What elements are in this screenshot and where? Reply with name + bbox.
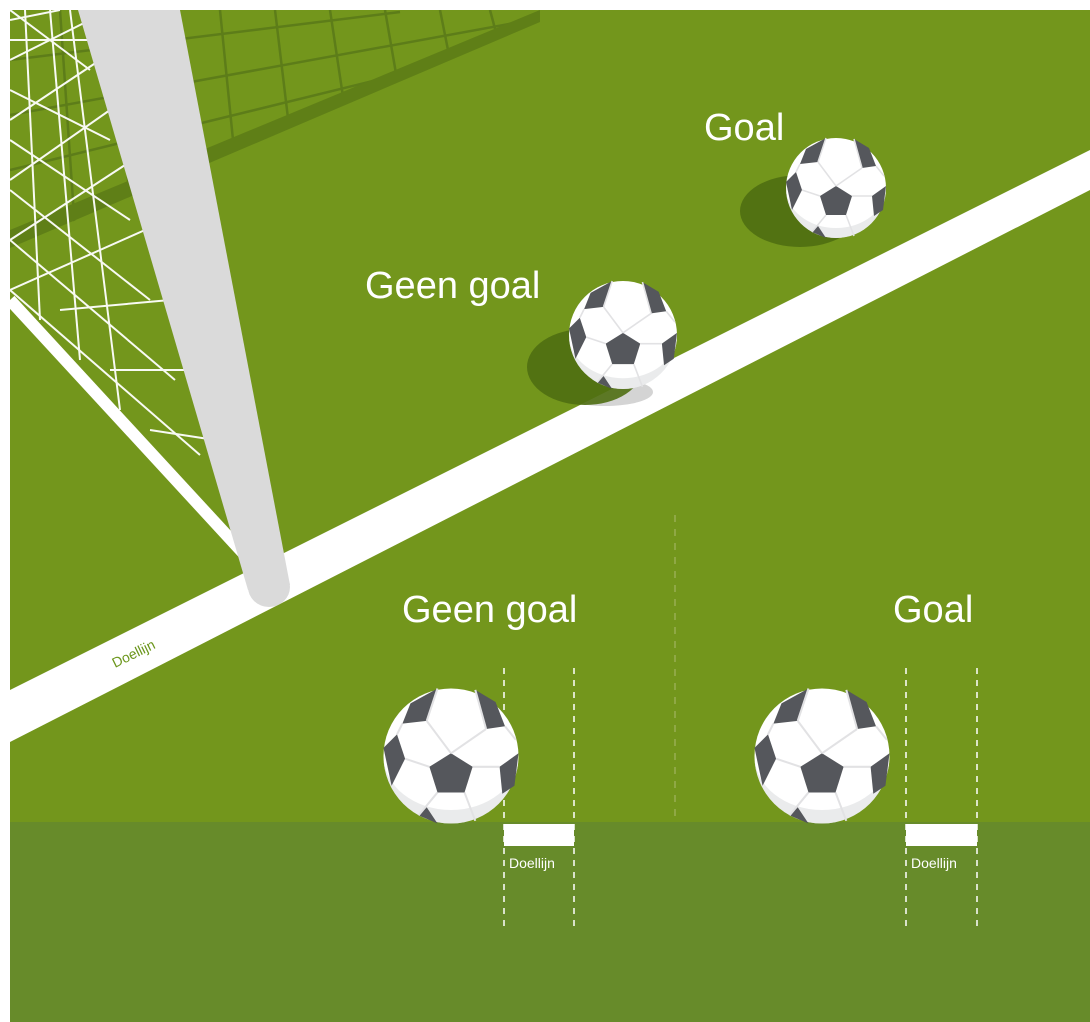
grass-lower-band — [10, 822, 1090, 1022]
bottom-no-goal-label: Geen goal — [402, 589, 577, 631]
top-goal-label: Goal — [704, 107, 784, 149]
goal-line-label-left: Doellijn — [509, 855, 555, 871]
goal-line-marker — [906, 824, 977, 846]
soccer-ball-icon — [755, 689, 890, 824]
soccer-ball-icon — [786, 138, 886, 238]
goal-line-marker — [504, 824, 574, 846]
soccer-ball-icon — [569, 281, 677, 389]
soccer-ball-icon — [384, 689, 519, 824]
bottom-goal-label: Goal — [893, 589, 973, 631]
top-no-goal-label: Geen goal — [365, 265, 540, 307]
goal-line-label-right: Doellijn — [911, 855, 957, 871]
